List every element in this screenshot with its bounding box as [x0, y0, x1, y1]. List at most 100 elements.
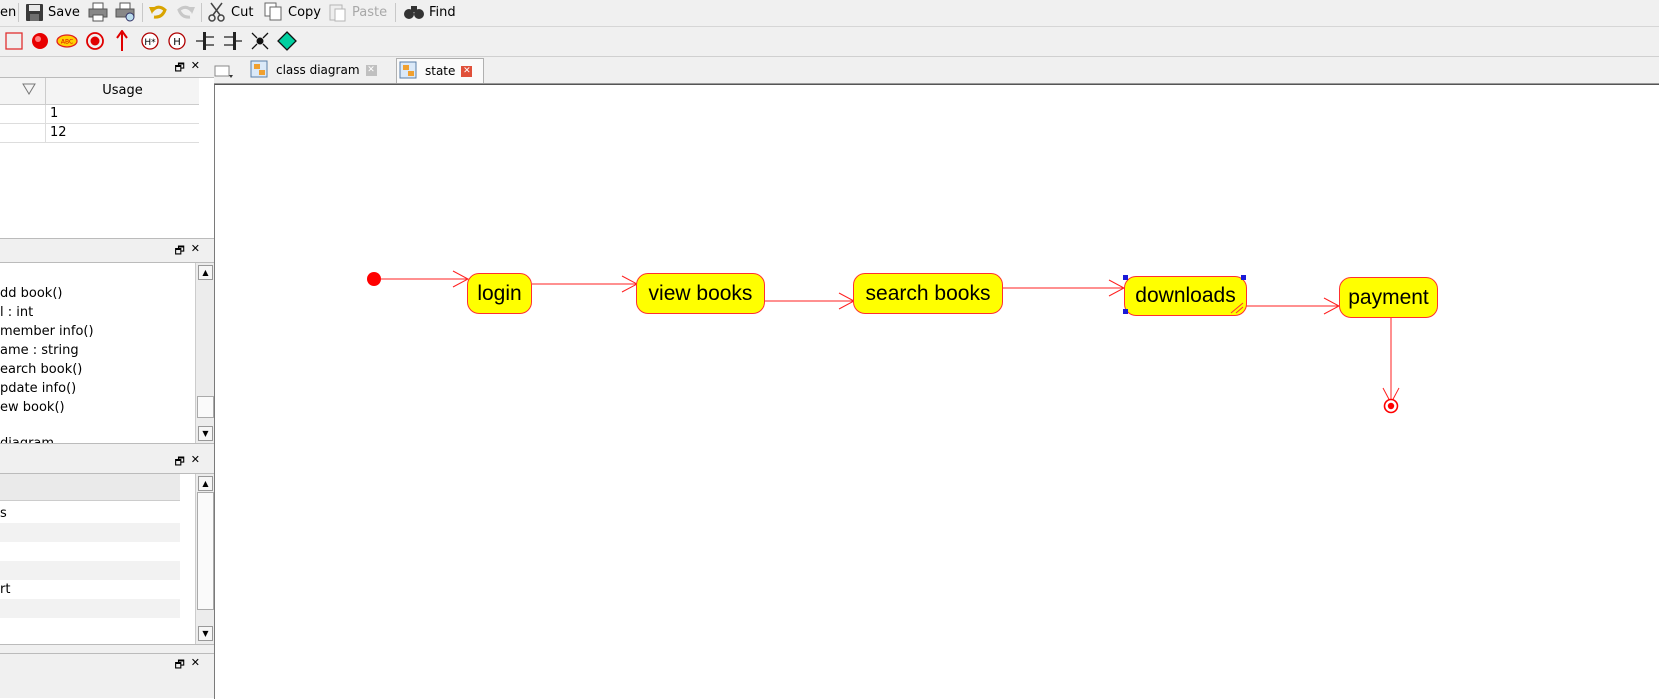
print-preview-icon [115, 2, 135, 22]
class-diagram-icon [250, 60, 268, 78]
scroll-thumb[interactable] [197, 396, 214, 418]
copy-icon [264, 2, 282, 21]
state-login[interactable]: login [467, 273, 532, 314]
list-item[interactable]: diagram [0, 436, 55, 444]
tab-list-dropdown[interactable] [214, 58, 236, 82]
table-row[interactable] [0, 542, 180, 561]
choice-tool[interactable] [275, 29, 299, 53]
transition-tool[interactable] [110, 29, 134, 53]
scroll-thumb[interactable] [197, 492, 214, 610]
final-state-tool[interactable] [83, 29, 107, 53]
properties-header [0, 474, 180, 501]
selection-handle[interactable] [1241, 275, 1246, 280]
state-view-books[interactable]: view books [636, 273, 765, 314]
undo-button[interactable] [148, 0, 168, 24]
rectangle-icon [5, 32, 23, 50]
scroll-down-arrow-icon[interactable]: ▼ [198, 426, 213, 441]
table-row[interactable] [0, 561, 180, 580]
restore-icon[interactable]: 🗗 [174, 455, 185, 468]
restore-icon[interactable]: 🗗 [174, 61, 185, 74]
save-button[interactable]: Save [25, 0, 80, 24]
main-toolbar: en Save Cut Copy Paste Find [0, 0, 1659, 27]
transition-arrow-icon [116, 30, 128, 51]
find-label: Find [429, 4, 456, 20]
paste-button[interactable]: Paste [328, 0, 387, 24]
sort-column-header[interactable] [0, 78, 46, 105]
selection-handle[interactable] [1123, 309, 1128, 314]
table-row[interactable] [0, 523, 180, 542]
shallow-history-tool[interactable]: H [165, 29, 189, 53]
diagram-canvas[interactable]: login view books search books downloads … [214, 84, 1659, 699]
text-node-tool[interactable]: ABC [55, 29, 79, 53]
properties-panel: s rt ▲ ▼ [0, 473, 215, 645]
selection-handle[interactable] [1123, 275, 1128, 280]
deep-history-text: H* [144, 38, 156, 48]
properties-panel-header: 🗗✕ [0, 451, 214, 471]
find-button[interactable]: Find [403, 0, 456, 24]
junction-tool[interactable] [248, 29, 272, 53]
paste-label: Paste [352, 4, 388, 20]
close-tab-icon[interactable]: ✕ [461, 65, 473, 77]
vertical-scrollbar[interactable]: ▲ ▼ [195, 263, 214, 443]
close-icon[interactable]: ✕ [190, 242, 200, 255]
scissors-icon [208, 2, 225, 22]
scroll-up-arrow-icon[interactable]: ▲ [198, 476, 213, 491]
toolbar-separator [142, 3, 143, 22]
table-row[interactable]: 12 [0, 124, 199, 143]
list-item[interactable]: pdate info() [0, 381, 77, 396]
cut-button[interactable]: Cut [207, 0, 253, 24]
tab-label: state [425, 64, 456, 78]
scroll-up-arrow-icon[interactable]: ▲ [198, 265, 213, 280]
initial-state-tool[interactable] [28, 29, 52, 53]
tab-state[interactable]: state ✕ [396, 58, 484, 83]
list-item[interactable]: ew book() [0, 400, 65, 415]
abc-text: ABC [61, 39, 73, 46]
transition-layer [367, 270, 1400, 414]
usage-column-header[interactable]: Usage [46, 78, 199, 105]
list-item[interactable]: earch book() [0, 362, 83, 377]
fork-icon [196, 32, 214, 50]
open-button[interactable]: en [0, 0, 16, 24]
join-icon [224, 32, 242, 50]
final-state-icon [86, 32, 104, 50]
join-tool[interactable] [221, 29, 245, 53]
state-search-books[interactable]: search books [853, 273, 1003, 314]
state-label: login [477, 282, 522, 305]
copy-label: Copy [288, 4, 321, 20]
list-item[interactable]: member info() [0, 324, 94, 339]
redo-button[interactable] [176, 0, 196, 24]
table-row[interactable] [0, 599, 180, 618]
list-item[interactable]: dd book() [0, 286, 63, 301]
list-item[interactable]: ame : string [0, 343, 79, 358]
print-button[interactable] [88, 0, 108, 24]
list-item[interactable]: l : int [0, 305, 34, 320]
close-tab-icon[interactable]: ✕ [365, 64, 377, 76]
table-row[interactable] [0, 618, 180, 637]
table-row[interactable]: rt [0, 580, 180, 599]
toolbar-separator [201, 3, 202, 22]
text-node-icon: ABC [56, 34, 78, 48]
tab-class-diagram[interactable]: class diagram ✕ [248, 58, 395, 82]
copy-button[interactable]: Copy [264, 0, 321, 24]
table-row[interactable]: 1 [0, 105, 199, 124]
scroll-down-arrow-icon[interactable]: ▼ [198, 626, 213, 641]
restore-icon[interactable]: 🗗 [174, 658, 185, 671]
print-preview-button[interactable] [115, 0, 137, 24]
state-downloads[interactable]: downloads [1124, 276, 1247, 316]
fork-tool[interactable] [193, 29, 217, 53]
state-payment[interactable]: payment [1339, 277, 1438, 318]
deep-history-tool[interactable]: H* [138, 29, 162, 53]
initial-state[interactable] [367, 272, 381, 286]
table-row[interactable]: s [0, 504, 180, 523]
vertical-scrollbar[interactable]: ▲ ▼ [195, 474, 214, 644]
usage-value: 12 [50, 125, 67, 140]
rectangle-tool[interactable] [2, 29, 26, 53]
save-label: Save [48, 4, 80, 20]
resize-grip-icon[interactable] [1229, 300, 1245, 314]
restore-icon[interactable]: 🗗 [174, 244, 185, 257]
close-icon[interactable]: ✕ [190, 59, 200, 72]
close-icon[interactable]: ✕ [190, 656, 200, 669]
close-icon[interactable]: ✕ [190, 453, 200, 466]
redo-icon [177, 5, 195, 19]
shallow-history-text: H [173, 37, 181, 48]
